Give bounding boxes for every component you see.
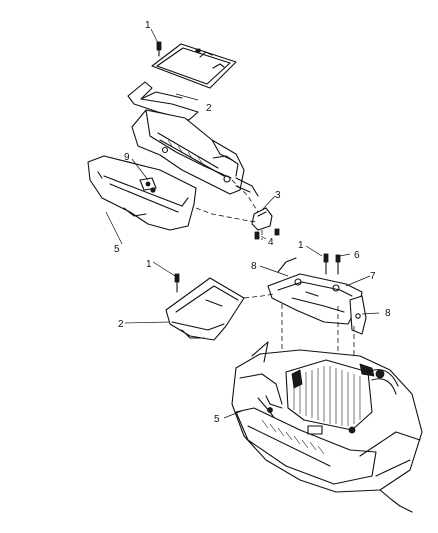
callout-bottom-8a: 8	[251, 261, 257, 272]
screw-lower-right	[323, 253, 341, 275]
callout-bottom-5: 5	[214, 414, 220, 425]
callout-top-5: 5	[114, 244, 120, 255]
air-duct-lower	[165, 277, 245, 341]
callout-top-3: 3	[275, 190, 281, 201]
leader-lines	[105, 28, 380, 419]
upper-radiator-support	[131, 109, 259, 197]
front-lower-valance-upper	[87, 155, 197, 231]
callout-top-9: 9	[124, 152, 130, 163]
install-line-lower-a	[243, 293, 275, 299]
top-cover-plate	[151, 43, 237, 89]
callout-bottom-6: 6	[354, 250, 360, 261]
callout-top-2: 2	[206, 103, 212, 114]
bracket-3	[251, 207, 280, 240]
install-line-upper-a	[195, 207, 257, 223]
callout-bottom-1b: 1	[298, 240, 304, 251]
bracket-9	[139, 177, 157, 193]
side-bracket-8	[349, 295, 367, 335]
callout-numbers: 1 2 9 3 4 5 1 8 2 1 6 7 8 5	[114, 20, 391, 425]
air-duct-shroud	[127, 81, 199, 121]
callout-top-1: 1	[145, 20, 151, 31]
screw-lower-left	[174, 273, 180, 293]
callout-bottom-1a: 1	[146, 259, 152, 270]
callout-top-4: 4	[268, 237, 274, 248]
install-line-upper-b	[231, 179, 259, 213]
front-end-body	[231, 341, 423, 513]
callout-bottom-2: 2	[118, 319, 124, 330]
callout-bottom-8b: 8	[385, 308, 391, 319]
screw-top	[156, 41, 162, 57]
callout-bottom-7: 7	[370, 271, 376, 282]
